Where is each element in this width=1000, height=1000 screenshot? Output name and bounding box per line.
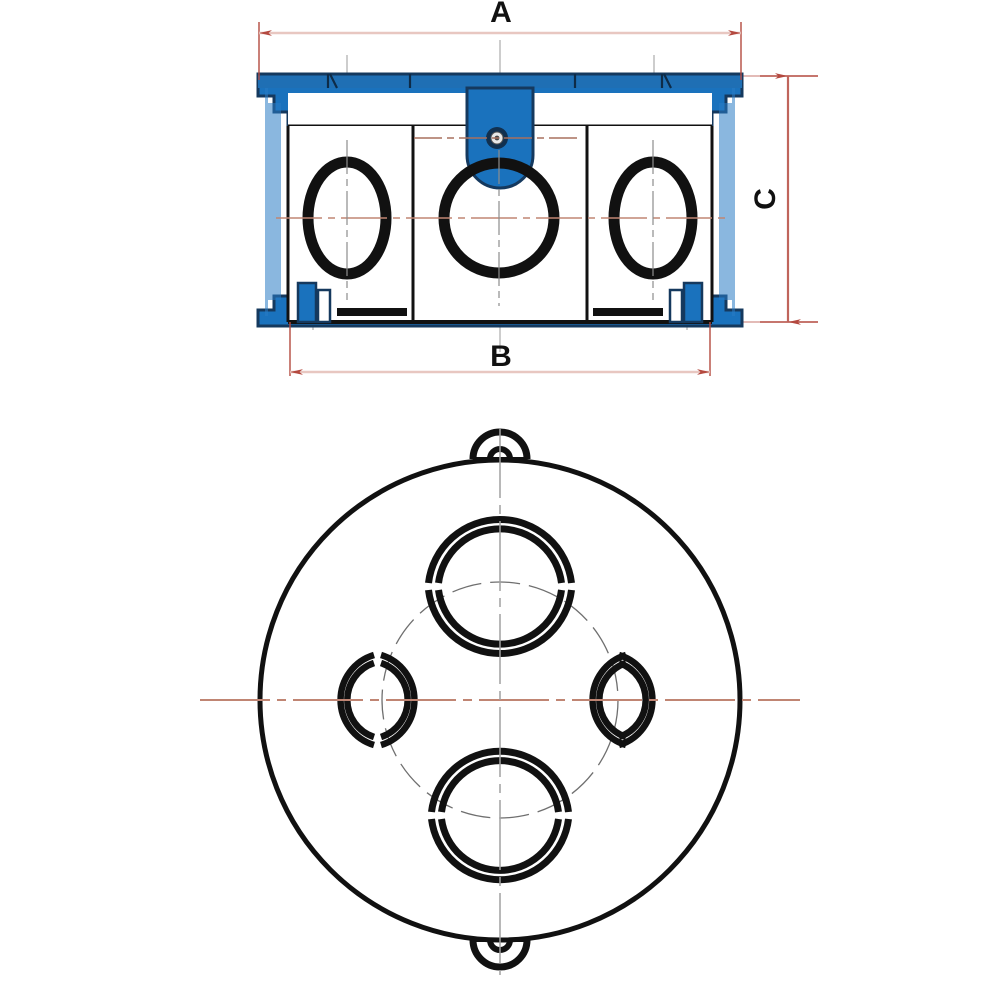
base-ribs bbox=[296, 281, 704, 324]
section-body bbox=[256, 72, 744, 328]
dimension-b-label: B bbox=[490, 340, 512, 373]
dimension-a-label: A bbox=[490, 0, 512, 29]
dimension-b: B bbox=[289, 322, 711, 376]
body-top-band bbox=[258, 74, 742, 88]
base-ledge-left bbox=[337, 308, 407, 316]
dimension-c-label: C bbox=[749, 188, 782, 210]
top-band-notches bbox=[326, 73, 672, 89]
base-rib-left-gap bbox=[316, 288, 332, 324]
base-rib-right bbox=[682, 281, 704, 324]
dimension-a: A bbox=[258, 0, 742, 80]
base-rib-right-gap bbox=[668, 288, 684, 324]
plan-view bbox=[200, 428, 800, 975]
dimension-c: C bbox=[749, 73, 818, 325]
section-view: A B C bbox=[256, 0, 818, 376]
body-right-highlight bbox=[719, 82, 735, 316]
base-ledge-right bbox=[593, 308, 663, 316]
section-centerlines bbox=[276, 137, 730, 219]
base-rib-left bbox=[296, 281, 318, 324]
section-centerlines-vertical bbox=[346, 140, 654, 306]
body-left-highlight bbox=[265, 82, 281, 316]
